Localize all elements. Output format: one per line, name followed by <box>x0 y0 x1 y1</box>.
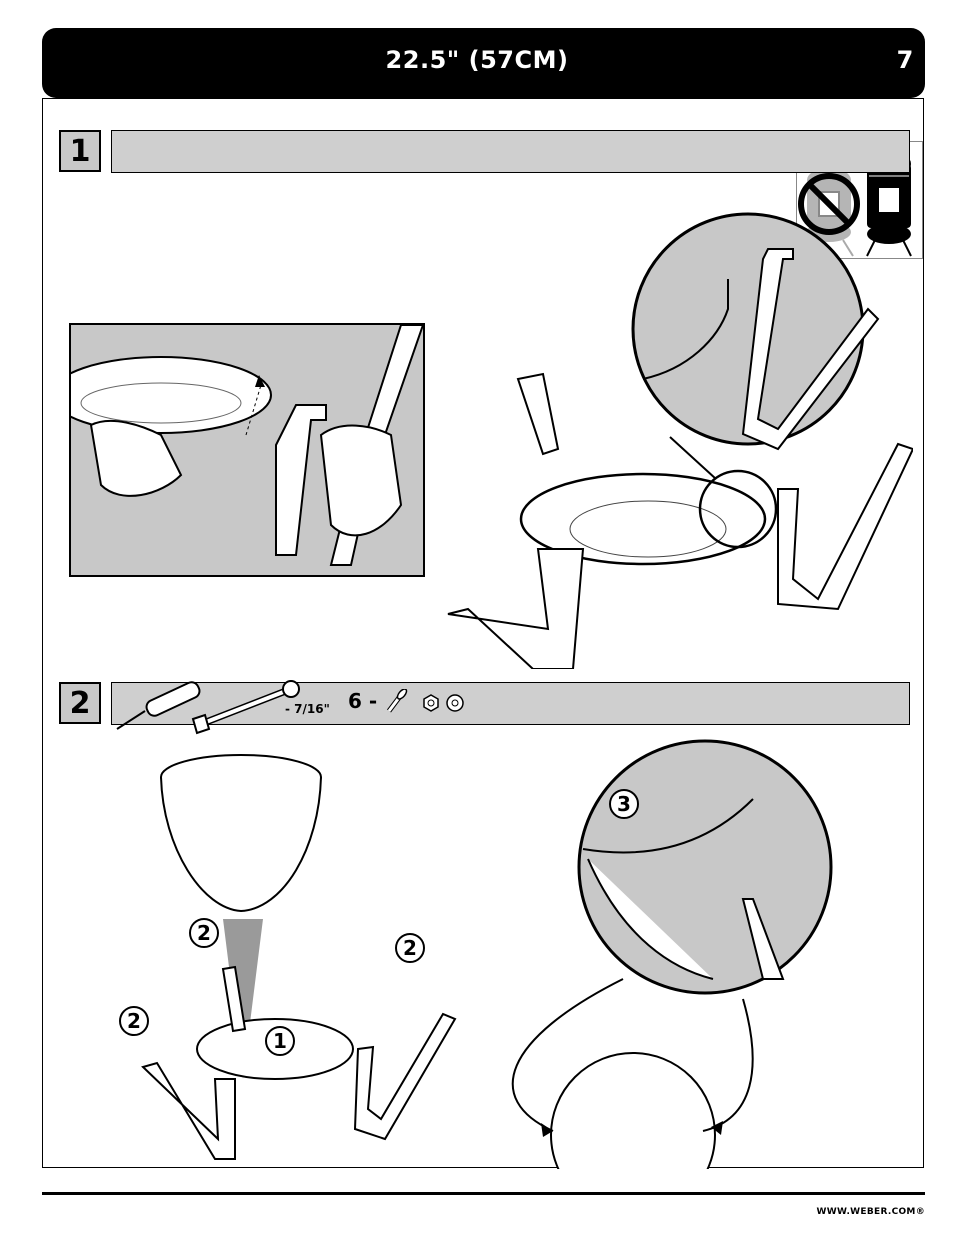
callout-lower-bowl: 1 <box>265 1026 295 1056</box>
page-number: 7 <box>890 46 920 74</box>
step-1-badge: 1 <box>59 130 101 172</box>
step-1-bar <box>111 130 910 173</box>
step-1-assembly-illustration <box>398 189 913 669</box>
step-2-badge: 2 <box>59 682 101 724</box>
footer-rule <box>42 1192 925 1195</box>
hardware-quantity-label: 6 - <box>348 689 377 713</box>
instructions-frame: 1 <box>42 98 924 1168</box>
callout-legs-upper: 2 <box>189 918 219 948</box>
step-1-inset-illustration <box>69 323 425 577</box>
washer-icon <box>445 693 465 713</box>
step-2-detail-illustration <box>443 739 883 1169</box>
nut-icon <box>421 693 441 713</box>
page-title: 22.5" (57CM) <box>0 46 954 74</box>
callout-legs-right: 2 <box>395 933 425 963</box>
bolt-icon <box>383 689 409 715</box>
footer-url: WWW.WEBER.COM® <box>817 1207 925 1217</box>
callout-legs-left: 2 <box>119 1006 149 1036</box>
wrench-size-label: - 7/16" <box>285 702 330 716</box>
callout-detail: 3 <box>609 789 639 819</box>
